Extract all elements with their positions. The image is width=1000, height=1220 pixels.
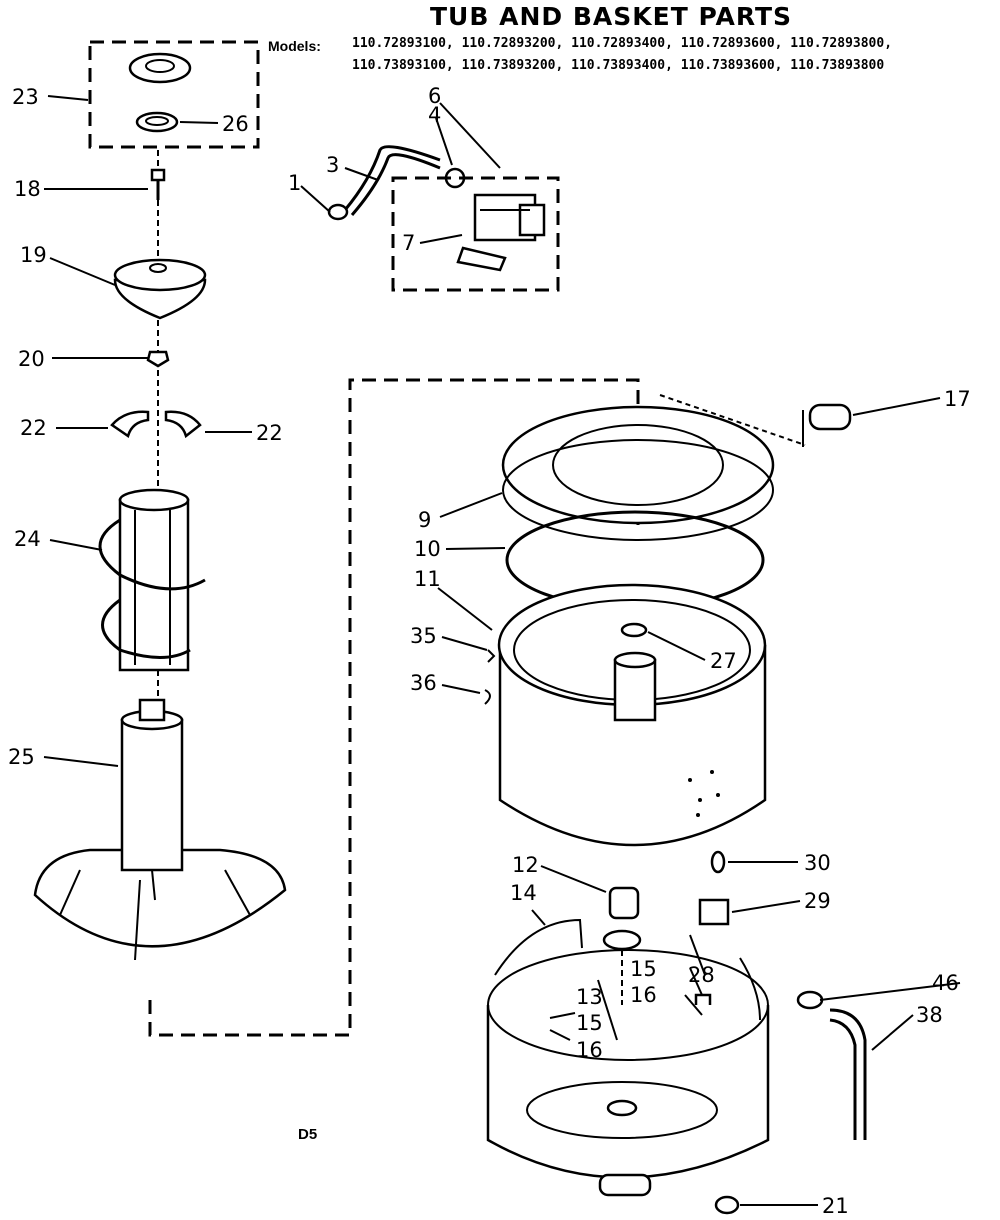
callout-17: 17 (944, 387, 971, 411)
hose-clamp-46-part (796, 990, 824, 1010)
clip-35-part (487, 649, 496, 663)
diagram-title: TUB AND BASKET PARTS (430, 2, 793, 31)
callout-46: 46 (932, 971, 959, 995)
callout-21: 21 (822, 1194, 849, 1218)
diagram-code: D5 (298, 1126, 318, 1143)
tub-clamp-part (714, 1195, 740, 1215)
clip-36-part (484, 689, 491, 705)
callout-1: 1 (288, 171, 301, 195)
callout-28: 28 (688, 963, 715, 987)
models-label: Models: (268, 38, 321, 54)
valve-bracket-part (456, 246, 507, 272)
callout-22-right: 22 (256, 421, 283, 445)
callout-7: 7 (402, 231, 415, 255)
shaft-reference-line (148, 378, 640, 1037)
callout-24: 24 (14, 527, 41, 551)
callout-14: 14 (510, 881, 537, 905)
hub-washer-part (602, 929, 642, 951)
drain-hose-part (829, 1008, 867, 1140)
leader-lines (43, 95, 961, 1206)
callout-30: 30 (804, 851, 831, 875)
agitator-cam-part (146, 350, 170, 368)
callout-3: 3 (326, 153, 339, 177)
callout-10: 10 (414, 537, 441, 561)
callout-29: 29 (804, 889, 831, 913)
water-valve-part (473, 193, 546, 242)
callout-9: 9 (418, 508, 431, 532)
callout-26: 26 (222, 112, 249, 136)
callout-25: 25 (8, 745, 35, 769)
outer-tub-part (486, 918, 770, 1197)
auger-part (98, 488, 206, 672)
callout-18: 18 (14, 177, 41, 201)
callout-16-right: 16 (630, 983, 657, 1007)
callout-15-left: 15 (576, 1011, 603, 1035)
drain-coupling-part (698, 898, 730, 926)
agitator-dog-left-part (110, 410, 150, 439)
callout-6: 6 (428, 84, 441, 108)
callout-15-right: 15 (630, 957, 657, 981)
callout-35: 35 (410, 624, 437, 648)
drain-pin-part (689, 934, 706, 976)
agitator-dog-right-part (164, 410, 202, 439)
agitator-bolt-part (150, 168, 166, 200)
agitator-cap-part (128, 52, 192, 84)
hose-washer-part (327, 203, 349, 221)
callout-12: 12 (512, 853, 539, 877)
drain-plug-part (710, 850, 726, 874)
callout-19: 19 (20, 243, 47, 267)
callout-27: 27 (710, 649, 737, 673)
callout-36: 36 (410, 671, 437, 695)
valve-kit-box (391, 176, 560, 292)
basket-nut-part (620, 622, 648, 638)
agitator-base-part (33, 698, 287, 961)
hub-nut-part (608, 886, 640, 920)
fabric-softener-dispenser-part (113, 258, 207, 320)
cap-seal-part (135, 111, 179, 133)
callout-11: 11 (414, 567, 441, 591)
callout-23: 23 (12, 85, 39, 109)
spin-basket-part (497, 583, 767, 847)
cap-kit-box (88, 40, 260, 149)
lid-switch-part (659, 394, 852, 447)
water-inlet-hose-part (343, 145, 441, 216)
callout-16-left: 16 (576, 1038, 603, 1062)
callout-13: 13 (576, 985, 603, 1009)
callout-38: 38 (916, 1003, 943, 1027)
callout-4: 4 (428, 103, 441, 127)
models-list-line-2: 110.73893100, 110.73893200, 110.73893400… (352, 58, 885, 73)
tub-ring-part (501, 405, 775, 541)
callout-22-left: 22 (20, 416, 47, 440)
callout-20: 20 (18, 347, 45, 371)
models-list-line-1: 110.72893100, 110.72893200, 110.72893400… (352, 36, 893, 51)
